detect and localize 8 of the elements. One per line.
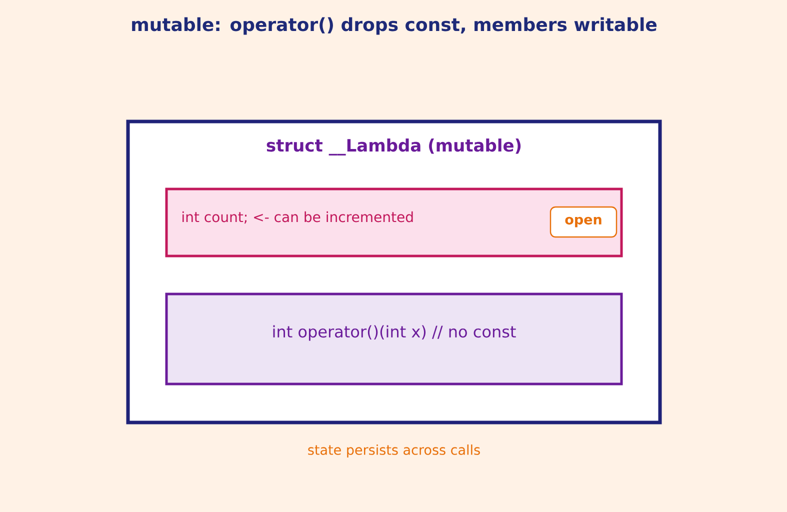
code-text: int operator()(int x) // no const [273,325,516,341]
member-box [165,188,623,258]
box-heading: struct __Lambda (mutable) [266,138,521,156]
title: mutable: operator() drops const, members writable [132,17,657,35]
operator-box [165,292,623,386]
caption: state persists across calls [308,444,480,458]
open-badge: open [550,206,618,238]
code-text: int count; <- can be incremented [182,211,413,224]
